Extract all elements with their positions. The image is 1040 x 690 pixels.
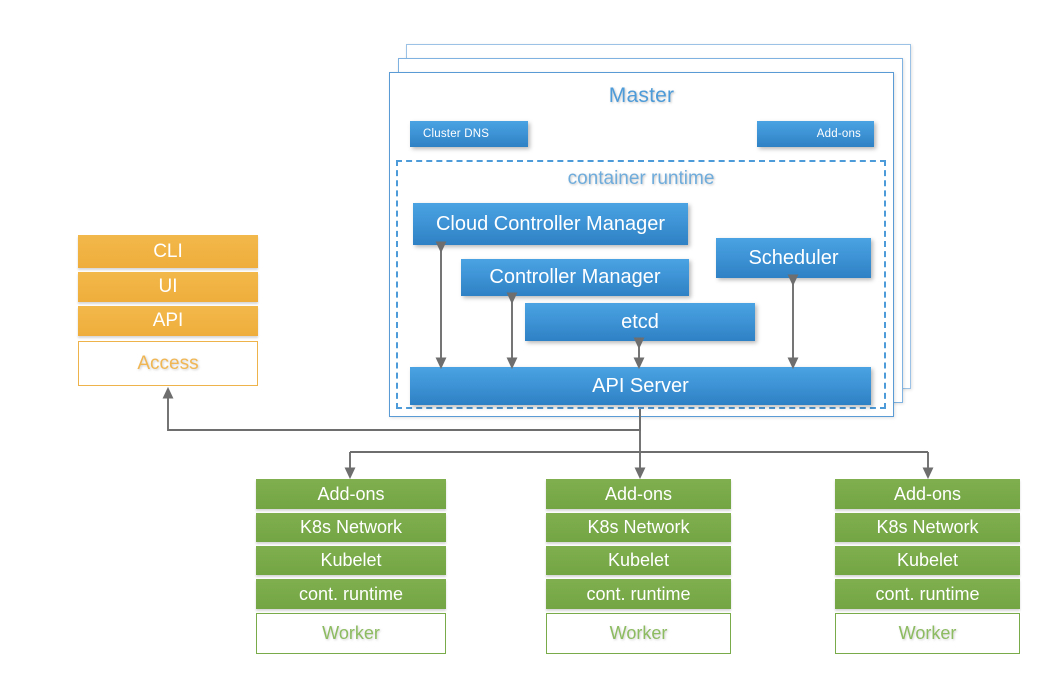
- worker-1-layer-runtime[interactable]: cont. runtime: [256, 579, 446, 609]
- worker-1-base-label: Worker: [322, 623, 380, 643]
- worker-2-layer-kubelet[interactable]: Kubelet: [546, 546, 731, 575]
- worker-1-kubelet-label: Kubelet: [320, 550, 382, 570]
- worker-2-layer-network[interactable]: K8s Network: [546, 513, 731, 542]
- access-layer-api-label: API: [152, 310, 184, 331]
- cloud-controller-manager-label: Cloud Controller Manager: [435, 212, 665, 235]
- controller-manager-box[interactable]: Controller Manager: [461, 259, 689, 296]
- worker-1-addons-label: Add-ons: [317, 483, 385, 504]
- container-runtime-region: [396, 160, 886, 409]
- worker-1-layer-kubelet[interactable]: Kubelet: [256, 546, 446, 575]
- worker-2-network-label: K8s Network: [587, 517, 690, 537]
- worker-3-layer-network[interactable]: K8s Network: [835, 513, 1020, 542]
- worker-3-layer-runtime[interactable]: cont. runtime: [835, 579, 1020, 609]
- worker-2-base-label: Worker: [609, 623, 668, 643]
- access-base-box[interactable]: Access: [78, 341, 258, 386]
- worker-3-layer-addons[interactable]: Add-ons: [835, 479, 1020, 509]
- access-layer-api[interactable]: API: [78, 306, 258, 336]
- worker-3-runtime-label: cont. runtime: [875, 583, 980, 604]
- worker-1-runtime-label: cont. runtime: [298, 583, 404, 604]
- access-layer-cli-label: CLI: [153, 240, 183, 262]
- worker-3-kubelet-label: Kubelet: [896, 550, 959, 570]
- worker-3-base-label: Worker: [898, 623, 957, 643]
- worker-2-layer-runtime[interactable]: cont. runtime: [546, 579, 731, 609]
- worker-1-layer-addons[interactable]: Add-ons: [256, 479, 446, 509]
- master-addons-box[interactable]: Add-ons: [757, 121, 874, 147]
- container-runtime-title: container runtime: [567, 168, 715, 189]
- api-server-box[interactable]: API Server: [410, 367, 871, 405]
- worker-2-base-box[interactable]: Worker: [546, 613, 731, 654]
- worker-2-addons-label: Add-ons: [604, 483, 673, 504]
- access-layer-cli[interactable]: CLI: [78, 235, 258, 268]
- worker-3-base-box[interactable]: Worker: [835, 613, 1020, 654]
- etcd-box[interactable]: etcd: [525, 303, 755, 341]
- worker-1-network-label: K8s Network: [299, 517, 403, 537]
- worker-2-kubelet-label: Kubelet: [607, 550, 670, 570]
- master-addons-label: Add-ons: [816, 128, 861, 140]
- worker-1-base-box[interactable]: Worker: [256, 613, 446, 654]
- worker-3-layer-kubelet[interactable]: Kubelet: [835, 546, 1020, 575]
- master-title: Master: [608, 84, 675, 107]
- etcd-label: etcd: [621, 310, 659, 333]
- scheduler-label: Scheduler: [748, 246, 839, 269]
- cluster-dns-box[interactable]: Cluster DNS: [410, 121, 528, 147]
- worker-2-layer-addons[interactable]: Add-ons: [546, 479, 731, 509]
- controller-manager-label: Controller Manager: [489, 266, 661, 288]
- scheduler-box[interactable]: Scheduler: [716, 238, 871, 278]
- cloud-controller-manager-box[interactable]: Cloud Controller Manager: [413, 203, 688, 245]
- access-layer-ui[interactable]: UI: [78, 272, 258, 302]
- worker-2-runtime-label: cont. runtime: [586, 583, 691, 604]
- worker-3-addons-label: Add-ons: [893, 483, 962, 504]
- access-layer-ui-label: UI: [158, 276, 178, 297]
- access-base-label: Access: [137, 352, 199, 374]
- worker-1-layer-network[interactable]: K8s Network: [256, 513, 446, 542]
- cluster-dns-label: Cluster DNS: [423, 128, 490, 140]
- worker-3-network-label: K8s Network: [876, 517, 979, 537]
- api-server-label: API Server: [592, 374, 689, 397]
